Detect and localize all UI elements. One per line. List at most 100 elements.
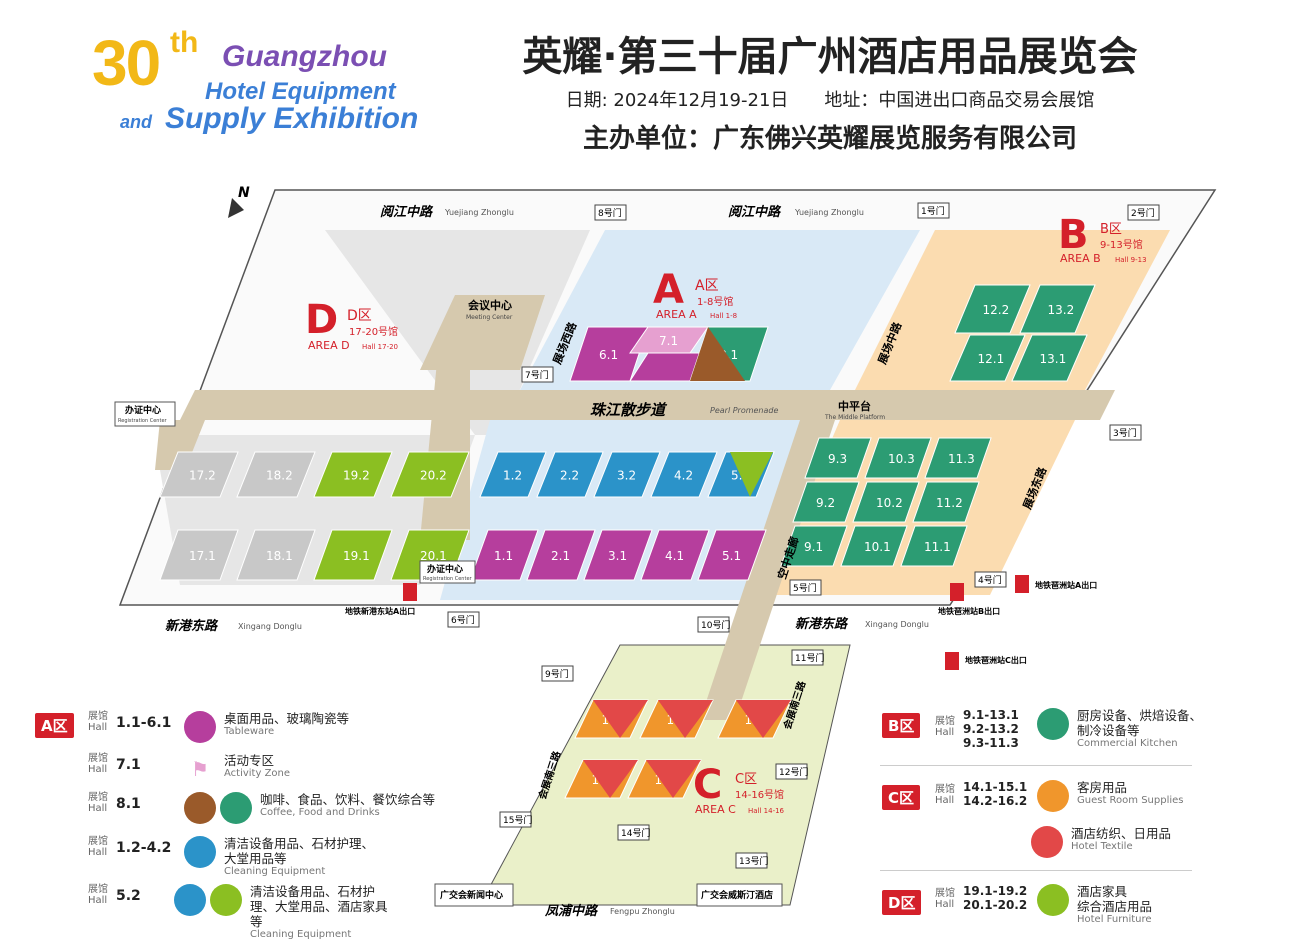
gate-marker[interactable]: [1127, 204, 1160, 221]
gate-marker[interactable]: [541, 665, 574, 682]
hall-tile[interactable]: [390, 451, 470, 498]
cleaning-icon: [174, 884, 206, 916]
date-address-line: 日期: 2024年12月19-21日 地址：中国进出口商品交易会展馆: [565, 90, 1095, 111]
hall-tile[interactable]: [924, 437, 992, 479]
hall-tile[interactable]: [640, 529, 710, 581]
gate-marker[interactable]: [521, 366, 554, 383]
hall-tile[interactable]: [583, 529, 653, 581]
category-cn: 酒店纺织、日用品: [1071, 826, 1172, 841]
hall-tile[interactable]: [864, 437, 932, 479]
area-d-en2: Hall 17-20: [362, 343, 398, 351]
furniture-icon: [210, 884, 242, 916]
category-cn: 活动专区: [224, 753, 275, 768]
area-a-letter: A: [653, 267, 684, 313]
gate-marker[interactable]: [917, 202, 950, 219]
hall-number-label: 9.2: [816, 496, 835, 510]
logo-and: and: [120, 112, 153, 132]
gate-label: 8号门: [598, 207, 622, 219]
logo-ordinal: th: [170, 26, 199, 59]
registration-center-1-box: [114, 401, 176, 427]
hall-tile[interactable]: [159, 451, 239, 498]
hall-range: 1.2-4.2: [116, 840, 172, 856]
metro-icon: [1015, 575, 1029, 593]
hall-tile[interactable]: [236, 451, 316, 498]
textile-icon: [1031, 826, 1063, 858]
hall-label-en: Hall: [88, 803, 108, 814]
hall-tile[interactable]: [804, 437, 872, 479]
hall-tile[interactable]: [526, 529, 596, 581]
hall-tile[interactable]: [840, 525, 908, 567]
hall-tile[interactable]: [912, 481, 980, 523]
hall-tile[interactable]: [954, 284, 1031, 334]
hall-tile[interactable]: [1019, 284, 1096, 334]
hall-tile[interactable]: [650, 451, 718, 498]
gate-marker[interactable]: [499, 811, 532, 828]
hall-range: 14.1-15.1: [963, 780, 1028, 794]
category-cn: 综合酒店用品: [1077, 899, 1153, 914]
gate-marker[interactable]: [594, 204, 627, 221]
hall-number-label: 13.2: [1048, 303, 1075, 317]
gate-marker[interactable]: [447, 611, 480, 628]
legend-divider: [880, 765, 1192, 766]
gate-label: 10号门: [701, 619, 730, 631]
hall-tile-overlay: [658, 700, 713, 738]
hall-tile[interactable]: [236, 529, 316, 581]
area-a-cn: A区: [695, 278, 719, 294]
hall-number-label: 5.1: [722, 549, 741, 563]
hall-label: 展馆: [88, 753, 108, 764]
hall-tile[interactable]: [780, 525, 848, 567]
hall-number-label: 1.1: [494, 549, 513, 563]
food-icon: [220, 792, 252, 824]
hall-number-label: 4.2: [674, 469, 693, 483]
hall-tile[interactable]: [313, 451, 393, 498]
area-b-cn: B区: [1100, 222, 1122, 237]
gate-marker[interactable]: [1109, 424, 1142, 441]
hall-tile[interactable]: [792, 481, 860, 523]
hall-tile[interactable]: [852, 481, 920, 523]
hall-label-en: Hall: [88, 895, 108, 906]
gate-marker[interactable]: [789, 579, 822, 596]
area-c-en: AREA C: [695, 803, 736, 816]
gate-marker[interactable]: [974, 571, 1007, 588]
gate-label: 6号门: [451, 614, 475, 626]
gate-marker[interactable]: [775, 763, 808, 780]
legend-d-badge: D区: [882, 890, 922, 915]
hall-tile-overlay: [646, 760, 701, 798]
hall-tile[interactable]: [469, 529, 539, 581]
metro-pazhou-b-label: 地铁琶洲站B出口: [938, 606, 1000, 616]
hall-tile-overlay: [583, 760, 638, 798]
hall-number-label: 6.1: [599, 348, 618, 362]
hall-tile[interactable]: [900, 525, 968, 567]
hall-number-label: 17.1: [189, 549, 216, 563]
hall-tile[interactable]: [159, 529, 239, 581]
hall-tile[interactable]: [479, 451, 547, 498]
registration-center-2-en: Registration Center: [423, 576, 473, 582]
press-center-box: [434, 883, 514, 907]
hall-number-label: 7.1: [659, 334, 678, 348]
hall-tile[interactable]: [536, 451, 604, 498]
gate-marker[interactable]: [791, 649, 824, 666]
gate-label: 3号门: [1113, 427, 1137, 439]
hall-label-en: Hall: [935, 727, 955, 738]
hall-tile[interactable]: [949, 334, 1026, 382]
hall-number-label: 12.2: [983, 303, 1010, 317]
hall-tile[interactable]: [697, 529, 767, 581]
gate-marker[interactable]: [697, 616, 730, 633]
hall-number-label: 11.1: [924, 540, 951, 554]
hall-tile[interactable]: [593, 451, 661, 498]
hall-tile[interactable]: [1011, 334, 1088, 382]
area-d-en: AREA D: [308, 339, 350, 352]
metro-icon: [950, 583, 964, 601]
hall-number-label: 17.2: [189, 469, 216, 483]
category-cn: 咖啡、食品、饮料、餐饮综合等: [260, 792, 436, 807]
gate-label: 15号门: [503, 814, 532, 826]
westin-hotel-label: 广交会威斯汀酒店: [701, 889, 773, 901]
hall-tile[interactable]: [313, 529, 393, 581]
gate-marker[interactable]: [735, 852, 768, 869]
gate-marker[interactable]: [617, 824, 650, 841]
area-c-halls: 14-16号馆: [735, 788, 784, 801]
